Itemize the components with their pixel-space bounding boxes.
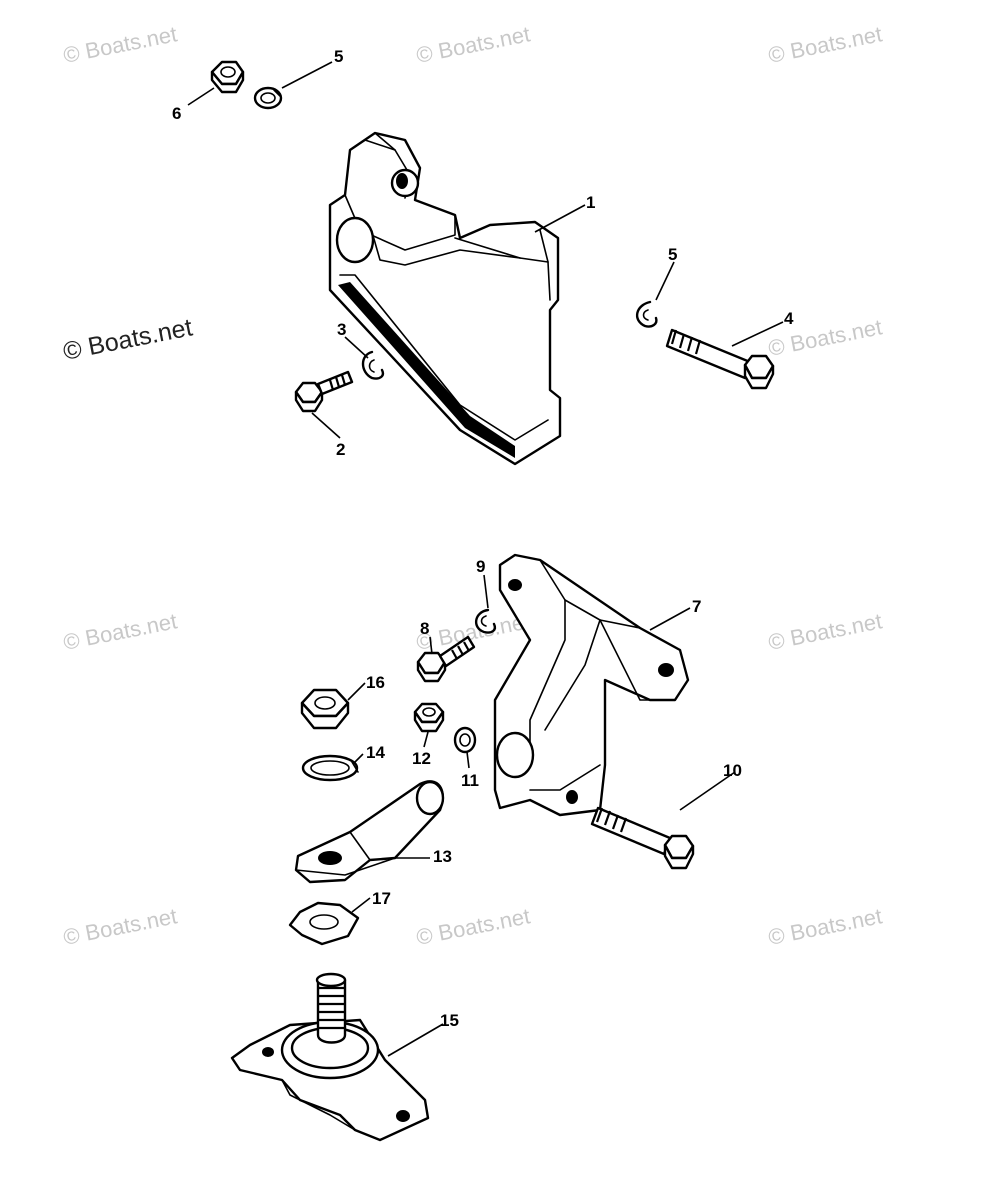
callout-9[interactable]: 9 [476,557,485,576]
callout-16[interactable]: 16 [366,673,385,692]
lock-washer-icon[interactable] [253,86,283,110]
hex-nut-icon[interactable] [300,688,350,730]
watermark: © Boats.net [766,903,884,950]
hex-bolt-icon[interactable] [590,806,695,870]
watermark: © Boats.net [766,21,884,68]
callout-5[interactable]: 5 [334,47,343,66]
watermark: © Boats.net [61,608,179,655]
callout-13[interactable]: 13 [433,847,452,866]
watermark-layer: © Boats.net © Boats.net © Boats.net © Bo… [61,21,884,950]
callout-10[interactable]: 10 [723,761,742,780]
trunnion-icon[interactable] [294,780,445,884]
callout-15[interactable]: 15 [440,1011,459,1030]
watermark-main: © Boats.net [61,313,195,365]
hex-nut-icon[interactable] [413,702,445,733]
watermark: © Boats.net [414,21,532,68]
hex-bolt-icon[interactable] [665,328,775,390]
callout-3[interactable]: 3 [337,320,346,339]
callout-17[interactable]: 17 [372,889,391,908]
lock-washer-icon[interactable] [301,754,359,782]
lock-washer-icon[interactable] [453,726,477,754]
engine-mount-bracket-icon[interactable] [328,131,562,466]
callout-7[interactable]: 7 [692,597,701,616]
callout-8[interactable]: 8 [420,619,429,638]
callout-11[interactable]: 11 [461,771,479,790]
callout-1[interactable]: 1 [586,193,595,212]
leader-lines [187,61,784,1057]
lock-washer-icon[interactable] [361,350,385,380]
lock-washer-icon[interactable] [475,608,497,634]
callout-14[interactable]: 14 [366,743,385,762]
hex-nut-icon[interactable] [210,60,245,94]
callout-5[interactable]: 5 [668,245,677,264]
callout-4[interactable]: 4 [784,309,794,328]
watermark: © Boats.net [61,21,179,68]
hex-bolt-icon[interactable] [294,370,354,413]
callout-6[interactable]: 6 [172,104,181,123]
callout-2[interactable]: 2 [336,440,345,459]
callout-12[interactable]: 12 [412,749,431,768]
watermark: © Boats.net [61,903,179,950]
hex-bolt-icon[interactable] [416,635,476,683]
watermark: © Boats.net [766,608,884,655]
lock-washer-icon[interactable] [635,300,658,328]
mount-bracket-icon[interactable] [493,553,690,817]
callout-labels: 1 2 3 4 5 5 6 7 8 9 10 11 12 13 14 15 16… [172,47,794,1030]
watermark: © Boats.net [414,903,532,950]
tab-washer-icon[interactable] [288,901,360,946]
rubber-mount-icon[interactable] [230,972,430,1142]
